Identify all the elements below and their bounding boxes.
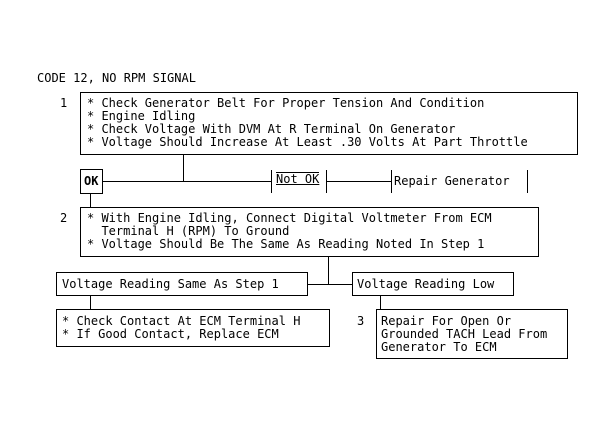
replace-ecm-box	[56, 309, 330, 347]
connector	[327, 181, 392, 182]
connector	[328, 257, 329, 284]
connector	[90, 194, 91, 207]
step-2-line-1: * With Engine Idling, Connect Digital Vo…	[87, 211, 492, 225]
voltage-low-box	[352, 272, 514, 296]
step-2-number: 2	[60, 211, 68, 225]
step-1-line-2: * Engine Idling	[87, 109, 196, 123]
connector	[102, 181, 272, 182]
connector	[90, 296, 91, 309]
connector	[271, 170, 272, 193]
connector	[527, 170, 528, 193]
step-3-line-3: Generator To ECM	[381, 340, 497, 354]
diagram-title: CODE 12, NO RPM SIGNAL	[37, 71, 196, 85]
not-ok-label: Not OK	[276, 172, 320, 186]
step-3-line-2: Grounded TACH Lead From	[381, 327, 548, 341]
step-1-line-3: * Check Voltage With DVM At R Terminal O…	[87, 122, 456, 136]
ok-box	[80, 169, 103, 194]
step-1-line-1: * Check Generator Belt For Proper Tensio…	[87, 96, 485, 110]
connector	[380, 296, 381, 309]
voltage-same-box	[56, 272, 308, 296]
step-2-box	[80, 207, 539, 257]
step-2-line-3: * Voltage Should Be The Same As Reading …	[87, 237, 485, 251]
replace-ecm-line-1: * Check Contact At ECM Terminal H	[62, 314, 301, 328]
voltage-low-label: Voltage Reading Low	[357, 277, 495, 291]
connector	[183, 155, 184, 181]
voltage-same-label: Voltage Reading Same As Step 1	[62, 277, 279, 291]
replace-ecm-line-2: * If Good Contact, Replace ECM	[62, 327, 279, 341]
connector	[307, 284, 353, 285]
step-1-number: 1	[60, 96, 68, 110]
step-1-line-4: * Voltage Should Increase At Least .30 V…	[87, 135, 528, 149]
repair-generator-label: Repair Generator	[394, 174, 510, 188]
step-3-number: 3	[357, 314, 365, 328]
ok-label: OK	[84, 174, 99, 188]
step-2-line-2: Terminal H (RPM) To Ground	[87, 224, 290, 238]
step-1-box	[80, 92, 578, 155]
step-3-line-1: Repair For Open Or	[381, 314, 512, 328]
connector	[391, 170, 392, 193]
step-3-box	[376, 309, 568, 359]
connector	[326, 170, 327, 193]
